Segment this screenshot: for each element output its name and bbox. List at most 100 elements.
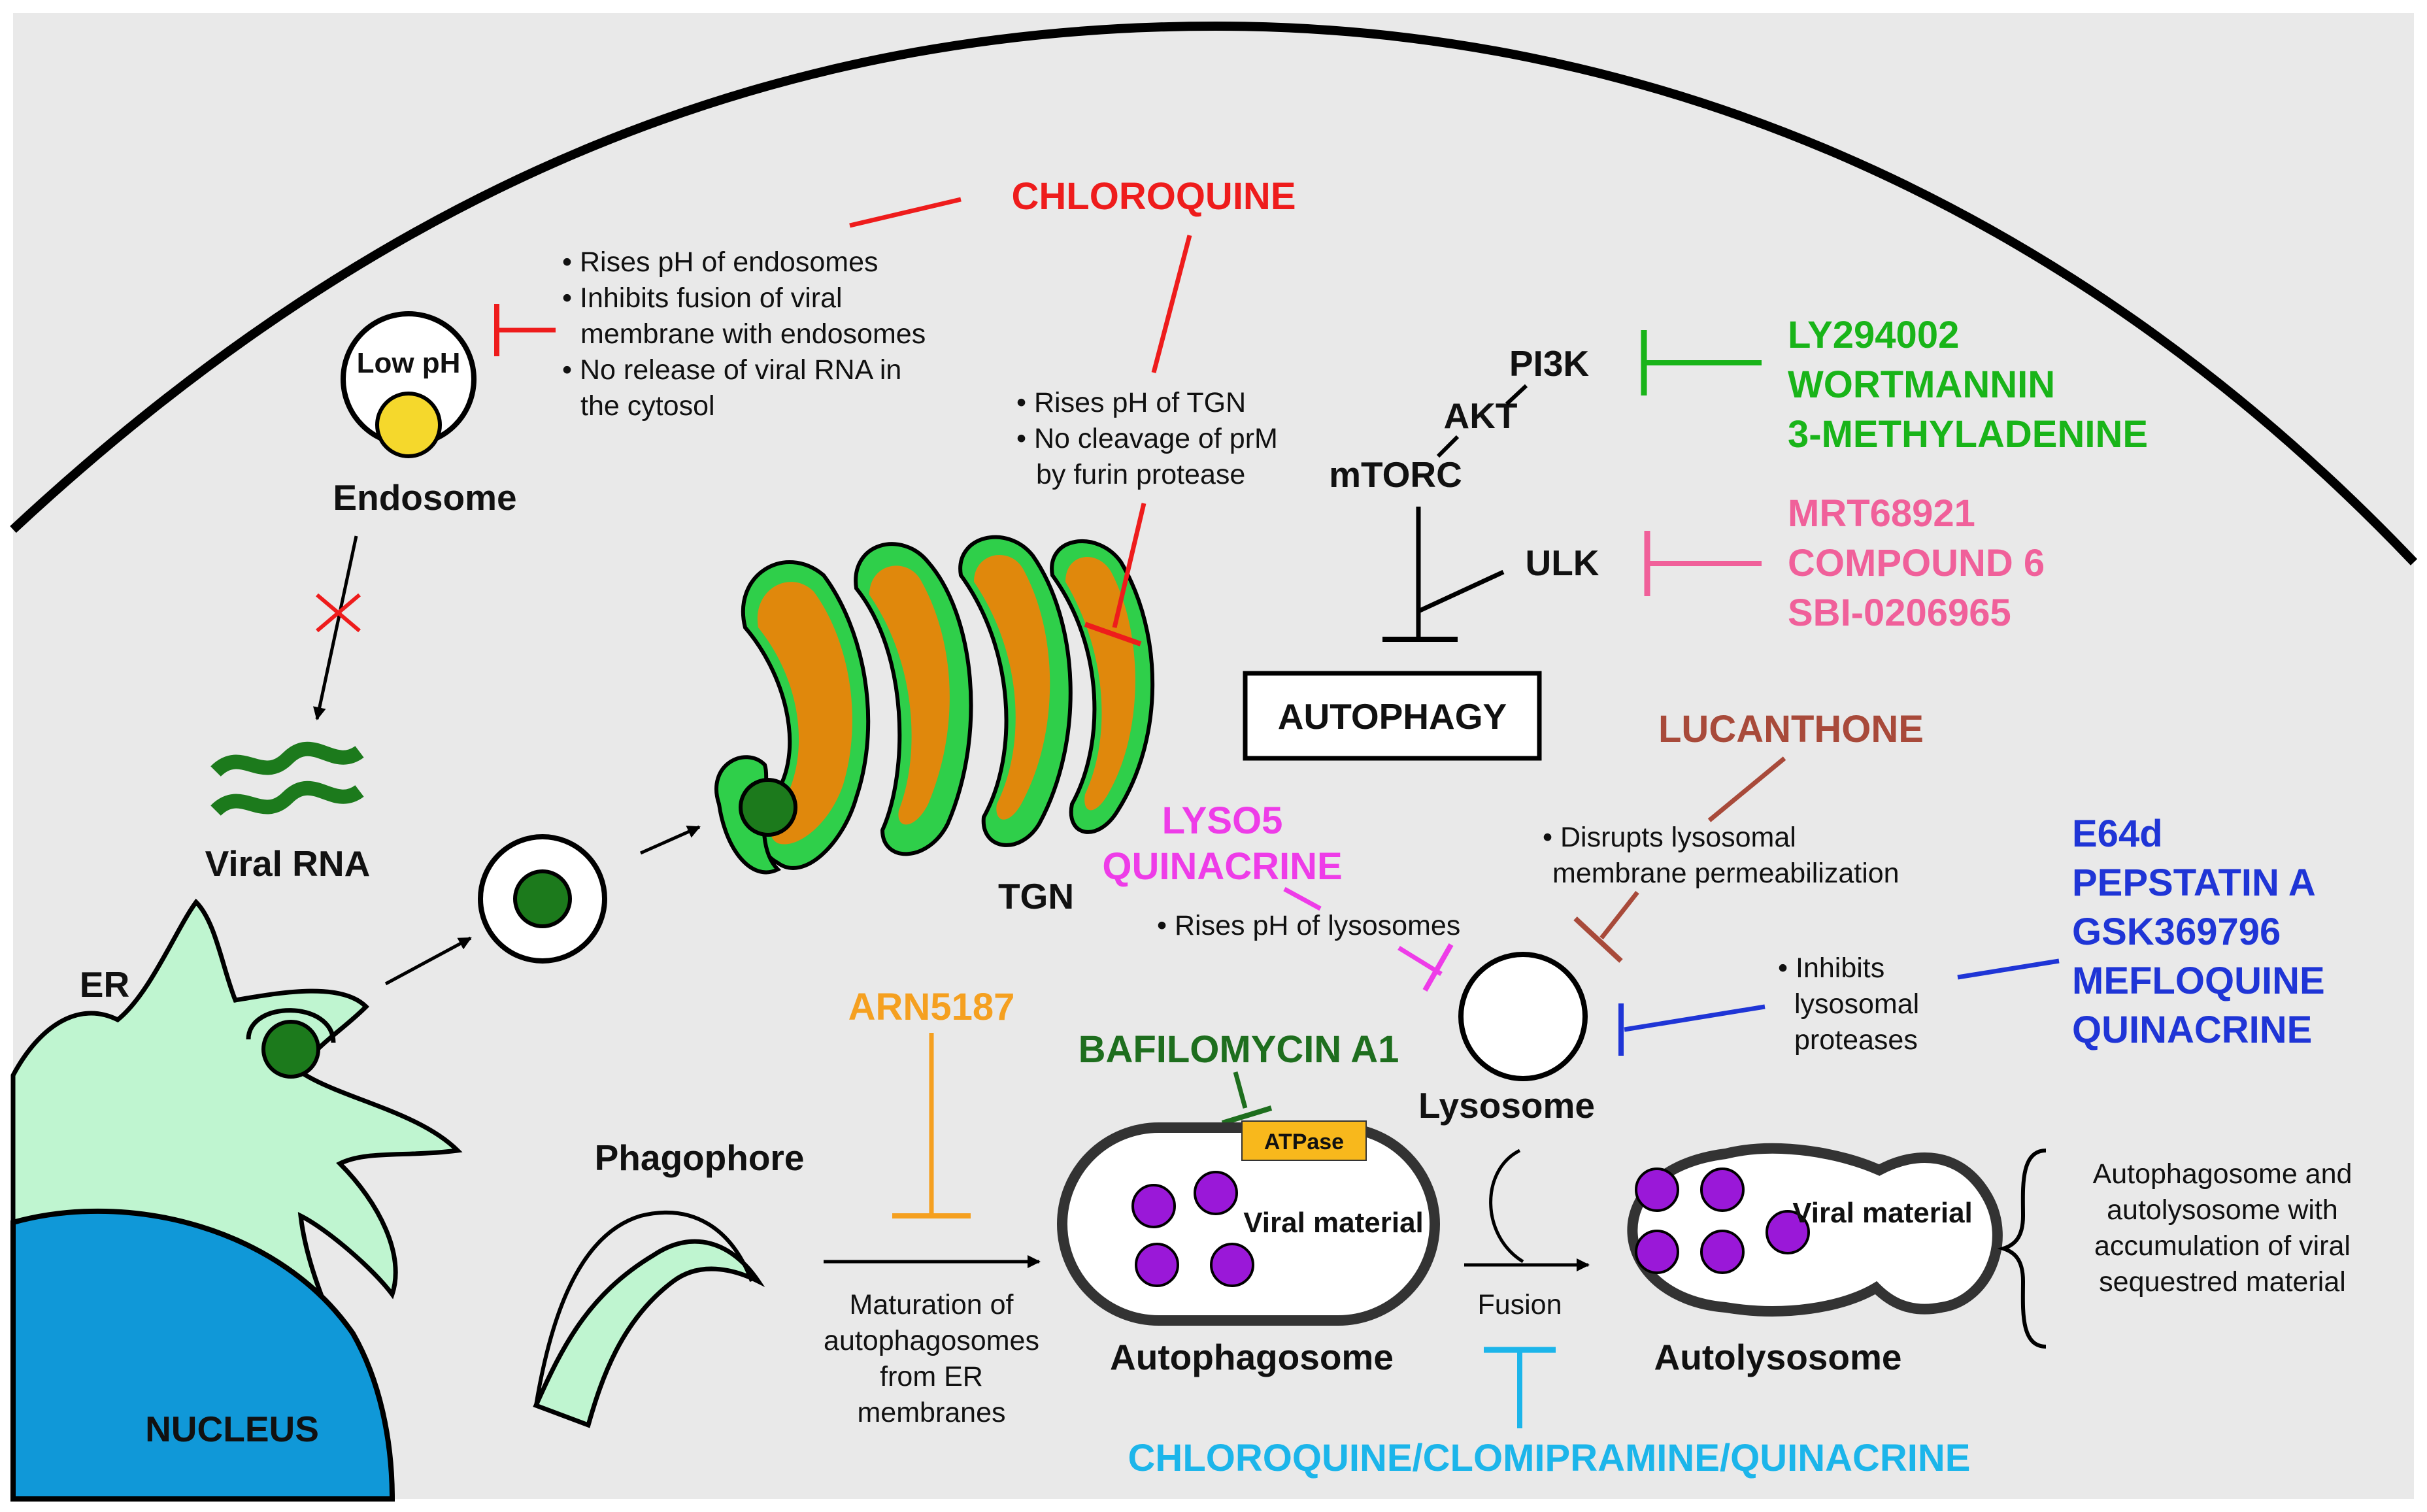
- ulk-label: ULK: [1525, 543, 1599, 583]
- autophagy-label: AUTOPHAGY: [1278, 696, 1507, 737]
- svg-text:• Disrupts lysosomal: • Disrupts lysosomal: [1543, 822, 1796, 853]
- svg-text:• Inhibits fusion of viral: • Inhibits fusion of viral: [562, 282, 843, 314]
- svg-text:COMPOUND 6: COMPOUND 6: [1788, 542, 2045, 584]
- nucleus: NUCLEUS: [10, 1208, 395, 1502]
- nuclear-envelope: [10, 21, 2418, 565]
- svg-text:membrane permeabilization: membrane permeabilization: [1552, 858, 1900, 889]
- fusion-inhibitors: CHLOROQUINE/CLOMIPRAMINE/QUINACRINE: [1128, 1347, 1971, 1479]
- autophagosome-label: Autophagosome: [1110, 1337, 1394, 1377]
- viral-material-label-2: Viral material: [1792, 1197, 1973, 1229]
- mtorc-label: mTORC: [1329, 454, 1462, 495]
- pi3k-pathway: PI3K AKT mTORC ULK: [1329, 343, 1599, 642]
- svg-text:• Rises pH of endosomes: • Rises pH of endosomes: [562, 246, 879, 278]
- svg-text:by furin protease: by furin protease: [1036, 459, 1245, 490]
- viral-particle: [1210, 1243, 1254, 1287]
- svg-text:from ER: from ER: [880, 1361, 983, 1392]
- autophagosome: ATPase Viral material Autophagosome: [1057, 1120, 1440, 1377]
- atpase-label: ATPase: [1264, 1130, 1344, 1154]
- svg-text:autolysosome with: autolysosome with: [2107, 1194, 2338, 1226]
- fusion-inhibitors-label: CHLOROQUINE/CLOMIPRAMINE/QUINACRINE: [1128, 1437, 1971, 1479]
- vesicle-to-tgn-arrow: [639, 825, 701, 855]
- lyso5-inhibition: LYSO5 QUINACRINE • Rises pH of lysosomes: [1102, 799, 1460, 992]
- svg-text:PEPSTATIN A: PEPSTATIN A: [2072, 862, 2316, 904]
- phagophore: Phagophore: [533, 1137, 804, 1428]
- viral-particle: [1635, 1230, 1679, 1274]
- endosome-viral-particle: [375, 392, 442, 458]
- autophagy-box: AUTOPHAGY: [1243, 671, 1542, 761]
- svg-text:accumulation of viral: accumulation of viral: [2094, 1230, 2351, 1262]
- fusion-label: Fusion: [1477, 1289, 1562, 1320]
- tgn-label: TGN: [998, 876, 1074, 916]
- bafilomycin-inhibition: BAFILOMYCIN A1: [1079, 1028, 1399, 1126]
- atpase-badge: [1241, 1120, 1367, 1161]
- ulk-inhibitors: MRT68921 COMPOUND 6 SBI-0206965: [1644, 492, 2045, 634]
- svg-text:membrane with endosomes: membrane with endosomes: [580, 318, 926, 350]
- svg-text:QUINACRINE: QUINACRINE: [2072, 1009, 2312, 1051]
- svg-text:the cytosol: the cytosol: [580, 390, 715, 422]
- svg-text:membranes: membranes: [857, 1397, 1005, 1428]
- accumulation-note: Autophagosome and autolysosome with accu…: [2093, 1158, 2352, 1298]
- er-label: ER: [80, 964, 129, 1005]
- pi3k-inhibitors: LY294002 WORTMANNIN 3-METHYLADENINE: [1641, 314, 2148, 456]
- maturation-note: Maturation of autophagosomes from ER mem…: [824, 1289, 1039, 1428]
- endosome-effects-note: • Rises pH of endosomes • Inhibits fusio…: [562, 246, 926, 422]
- viral-particle: [1635, 1168, 1679, 1212]
- er-to-vesicle-arrow: [384, 936, 472, 986]
- low-ph-label: Low pH: [357, 347, 461, 379]
- autolysosome: Viral material Autolysosome: [1627, 1143, 2003, 1377]
- svg-text:proteases: proteases: [1794, 1024, 1918, 1056]
- viral-particle: [1131, 1184, 1176, 1228]
- svg-text:Autophagosome and: Autophagosome and: [2093, 1158, 2352, 1190]
- brace: [1997, 1149, 2047, 1349]
- er-viral-particle: [261, 1020, 320, 1079]
- svg-text:• Inhibits: • Inhibits: [1778, 952, 1884, 984]
- tgn-effects-note: • Rises pH of TGN • No cleavage of prM b…: [1016, 387, 1278, 490]
- lucanthone-label: LUCANTHONE: [1658, 708, 1924, 750]
- viral-particle: [1700, 1168, 1745, 1212]
- viral-rna: Viral RNA: [205, 741, 371, 884]
- svg-text:3-METHYLADENINE: 3-METHYLADENINE: [1788, 413, 2148, 456]
- akt-label: AKT: [1443, 395, 1517, 436]
- svg-text:LY294002: LY294002: [1788, 314, 1959, 356]
- viral-particle: [1766, 1210, 1810, 1254]
- cathepsin-inhibitors: E64d PEPSTATIN A GSK369796 MEFLOQUINE QU…: [1618, 813, 2325, 1056]
- transport-vesicle: [478, 834, 607, 964]
- svg-text:MEFLOQUINE: MEFLOQUINE: [2072, 960, 2325, 1002]
- chloroquine-inhibitions: [494, 197, 1192, 647]
- autolysosome-label: Autolysosome: [1654, 1337, 1902, 1377]
- svg-text:lysosomal: lysosomal: [1794, 988, 1919, 1020]
- endosome-to-rna-arrow: [312, 535, 358, 720]
- svg-text:Maturation of: Maturation of: [850, 1289, 1014, 1320]
- lucanthone-inhibition: LUCANTHONE • Disrupts lysosomal membrane…: [1543, 708, 1924, 963]
- viral-particle: [1135, 1243, 1179, 1287]
- pi3k-label: PI3K: [1509, 343, 1590, 384]
- svg-text:• Rises pH of TGN: • Rises pH of TGN: [1016, 387, 1246, 418]
- tgn-viral-particle: [739, 778, 797, 837]
- svg-text:QUINACRINE: QUINACRINE: [1102, 845, 1342, 888]
- cell-background: [10, 13, 2418, 1499]
- svg-text:• Rises pH of lysosomes: • Rises pH of lysosomes: [1157, 910, 1460, 941]
- viral-particle: [1700, 1230, 1745, 1274]
- viral-rna-label: Viral RNA: [205, 843, 371, 884]
- svg-text:• No release of viral RNA in: • No release of viral RNA in: [562, 354, 901, 386]
- bafilomycin-label: BAFILOMYCIN A1: [1079, 1028, 1399, 1071]
- fusion-step: Fusion: [1464, 1149, 1590, 1320]
- svg-text:SBI-0206965: SBI-0206965: [1788, 592, 2011, 634]
- svg-text:sequestred material: sequestred material: [2099, 1266, 2346, 1298]
- lysosome-label: Lysosome: [1418, 1085, 1595, 1126]
- arn5187-inhibition: ARN5187: [848, 986, 1015, 1218]
- svg-text:GSK369796: GSK369796: [2072, 911, 2281, 953]
- viral-particle: [1194, 1171, 1238, 1215]
- blocked-cross-icon: [316, 593, 361, 633]
- svg-text:autophagosomes: autophagosomes: [824, 1325, 1039, 1356]
- svg-text:WORTMANNIN: WORTMANNIN: [1788, 363, 2055, 406]
- svg-text:• No cleavage of prM: • No cleavage of prM: [1016, 423, 1278, 454]
- tgn: TGN: [714, 535, 1155, 916]
- nucleus-label: NUCLEUS: [145, 1409, 319, 1449]
- svg-text:E64d: E64d: [2072, 813, 2163, 855]
- svg-text:LYSO5: LYSO5: [1162, 799, 1283, 842]
- arn5187-label: ARN5187: [848, 986, 1015, 1028]
- endosome: Low pH Endosome: [333, 311, 517, 518]
- viral-material-label-1: Viral material: [1243, 1207, 1424, 1239]
